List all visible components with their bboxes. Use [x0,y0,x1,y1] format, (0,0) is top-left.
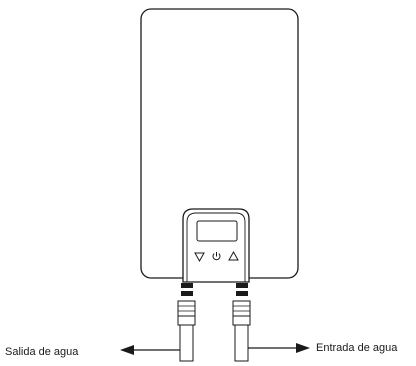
outlet-pipe [177,283,196,362]
inlet-arrow [248,343,310,353]
inlet-connector-nut [236,283,248,288]
outlet-fitting [177,300,196,317]
control-panel-inner [186,212,246,282]
triangle-up-icon[interactable] [228,250,239,261]
inlet-pipe [232,283,251,362]
display-screen [196,220,238,242]
inlet-connector-ring [236,291,248,296]
outlet-fitting-collar [177,315,196,326]
inlet-fitting-collar [232,315,251,326]
water-outlet-label: Salida de agua [5,346,79,358]
outlet-hose [179,324,194,362]
outlet-connector-nut [181,283,193,288]
power-icon[interactable] [212,252,221,261]
inlet-hose [234,324,249,362]
outlet-arrow [120,345,180,355]
triangle-down-icon[interactable] [194,252,205,263]
control-panel [182,208,250,283]
water-inlet-label: Entrada de agua [316,342,398,354]
control-panel-housing [182,208,250,283]
outlet-connector-ring [181,291,193,296]
inlet-fitting [232,300,251,317]
